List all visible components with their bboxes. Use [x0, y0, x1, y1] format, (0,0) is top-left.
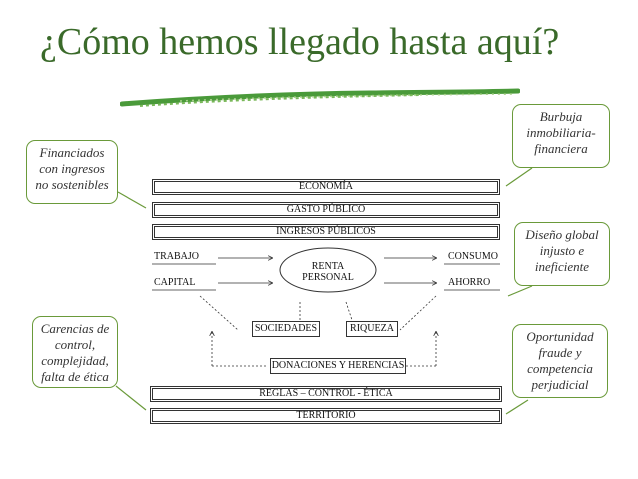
brush-stroke-decoration [120, 88, 520, 107]
callout-oportunidad: Oportunidad fraude y competencia perjudi… [512, 324, 608, 398]
consumo-label: CONSUMO [448, 251, 499, 262]
callout-tail [507, 285, 533, 297]
callout-tail [117, 191, 147, 209]
callout-tail [505, 399, 529, 415]
renta-personal-ellipse [279, 247, 377, 293]
renta-personal-label: RENTA PERSONAL [302, 261, 354, 283]
donaciones-box: DONACIONES Y HERENCIAS [270, 358, 406, 374]
callout-tail [505, 167, 533, 187]
capital-label: CAPITAL [154, 277, 196, 288]
reglas-box: REGLAS – CONTROL - ÉTICA [150, 386, 502, 402]
trabajo-label: TRABAJO [154, 251, 200, 262]
ahorro-label: AHORRO [448, 277, 491, 288]
callout-financiados: Financiados con ingresos no sostenibles [26, 140, 118, 204]
page-title: ¿Cómo hemos llegado hasta aquí? [40, 21, 560, 63]
callout-burbuja: Burbuja inmobiliaria- financiera [512, 104, 610, 168]
ingresos-publicos-box: INGRESOS PÚBLICOS [152, 224, 500, 240]
callout-tail [115, 385, 147, 411]
territorio-box: TERRITORIO [150, 408, 502, 424]
economia-box: ECONOMÍA [152, 179, 500, 195]
sociedades-box: SOCIEDADES [252, 321, 320, 337]
riqueza-box: RIQUEZA [346, 321, 398, 337]
callout-diseno: Diseño global injusto e ineficiente [514, 222, 610, 286]
callout-carencias: Carencias de control, complejidad, falta… [32, 316, 118, 388]
gasto-publico-box: GASTO PÚBLICO [152, 202, 500, 218]
